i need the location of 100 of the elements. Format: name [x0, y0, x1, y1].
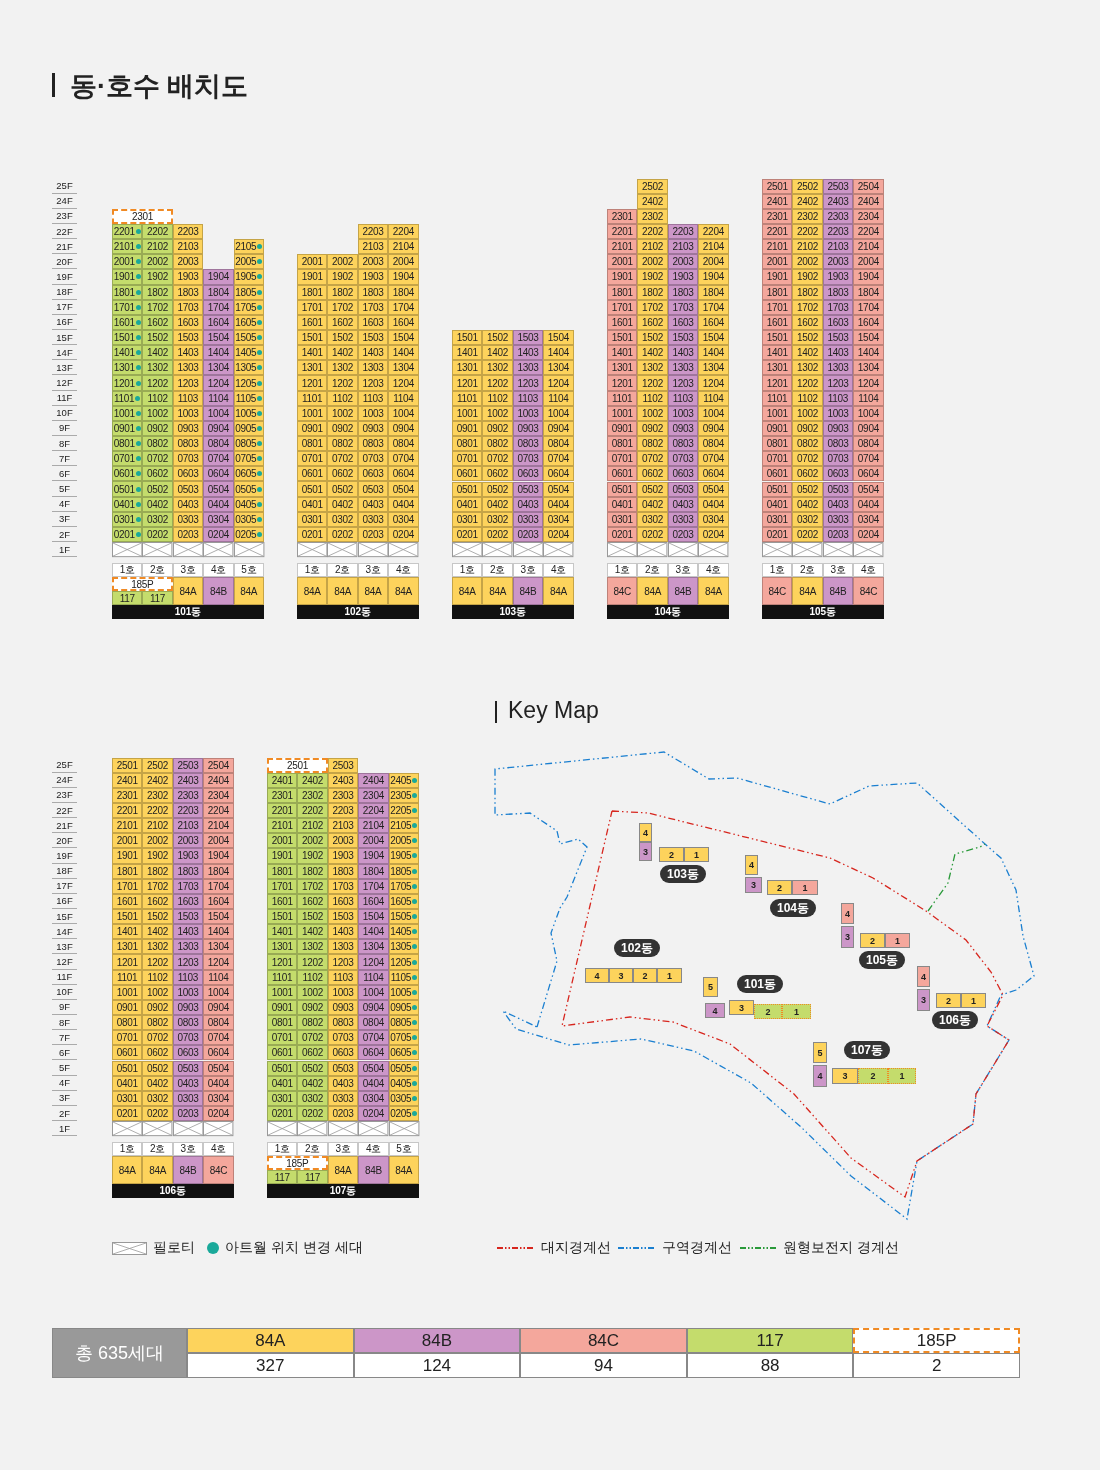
unit-number: 1705	[390, 880, 412, 892]
unit-number: 0904	[702, 422, 724, 434]
unit-number: 1901	[271, 850, 293, 862]
unit-number: 1702	[147, 880, 169, 892]
unit-number: 1602	[642, 316, 664, 328]
floor-label: 17F	[52, 299, 77, 315]
unit-line-header: 1호	[112, 563, 143, 578]
unit-number: 0702	[147, 453, 169, 465]
unit-number: 1203	[177, 956, 199, 968]
unit-number: 0201	[301, 529, 323, 540]
unit-number: 2101	[766, 241, 788, 253]
unit-number: 0604	[207, 468, 229, 480]
unit-number: 1502	[642, 332, 664, 344]
floor-plan-unit: 2	[754, 1004, 782, 1019]
unit-number: 0403	[827, 498, 849, 510]
unit-number: 0302	[147, 513, 169, 525]
unit-number: 0304	[207, 1092, 229, 1104]
floor-label: 9F	[52, 999, 77, 1016]
unit-number: 2201	[113, 226, 135, 237]
unit-number: 2102	[147, 241, 169, 253]
unit-number: 1802	[147, 865, 169, 877]
unit-number: 1602	[147, 316, 169, 328]
unit-number: 0801	[766, 438, 788, 450]
unit-number: 1402	[147, 926, 169, 938]
floor-plan-unit: 1	[782, 1004, 811, 1019]
floor-plan-unit: 2	[767, 880, 792, 895]
unit-number: 0903	[672, 422, 694, 434]
unit-number: 1101	[117, 971, 138, 983]
unit-number: 1603	[827, 316, 849, 328]
unit-number: 0304	[857, 513, 879, 525]
unit-number: 0804	[857, 438, 879, 450]
unit-number: 1301	[301, 362, 323, 374]
unit-number: 1203	[332, 956, 354, 968]
unit-number: 0702	[302, 1032, 324, 1044]
unit-number: 0203	[332, 1108, 354, 1119]
unit-number: 0904	[362, 1001, 384, 1013]
unit-line-header: 1호	[452, 563, 483, 578]
unit-number: 1801	[116, 865, 138, 877]
floor-plan-unit: 3	[745, 877, 762, 893]
unit-number: 1804	[207, 865, 229, 877]
unit-number: 0805	[390, 1017, 412, 1029]
building-name-bar: 101동	[112, 605, 264, 620]
floor-label: 23F	[52, 208, 77, 224]
floor-label: 24F	[52, 772, 77, 788]
floor-plan-unit: 3	[729, 1000, 754, 1015]
unit-number: 1803	[362, 286, 384, 298]
unit-number: 2304	[362, 789, 384, 801]
unit-number: 0304	[702, 513, 724, 525]
unit-number: 1703	[362, 301, 384, 313]
unit-number: 1403	[362, 347, 384, 359]
unit-number: 0405	[390, 1077, 412, 1089]
unit-number: 1202	[147, 956, 169, 968]
legend-label: 구역경계선	[662, 1239, 732, 1257]
unit-number: 0601	[116, 1047, 138, 1059]
unit-line-header: 2호	[792, 563, 823, 578]
unit-number: 0501	[301, 483, 323, 495]
unit-number: 1302	[302, 941, 324, 953]
unit-number: 0301	[113, 513, 135, 525]
unit-number: 0202	[487, 529, 509, 540]
unit-number: 2101	[113, 241, 135, 253]
building-name-bar: 102동	[297, 605, 419, 620]
unit-type-tile: 84B	[512, 577, 544, 606]
unit-number: 0204	[547, 529, 569, 540]
unit-number: 0501	[766, 483, 788, 495]
unit-number: 0701	[113, 453, 135, 465]
unit-number: 1901	[116, 850, 138, 862]
unit-number: 1302	[147, 362, 169, 374]
unit-number: 2301	[116, 789, 138, 801]
unit-number: 0703	[177, 1032, 199, 1044]
floor-plan-unit: 3	[917, 989, 930, 1011]
unit-number: 1703	[827, 301, 849, 313]
unit-number: 0504	[207, 1062, 229, 1074]
unit-number: 1602	[332, 316, 354, 328]
unit-number: 0802	[147, 1017, 169, 1029]
unit-number: 1101	[114, 392, 135, 404]
unit-number: 2002	[797, 256, 819, 268]
unit-line-header: 1호	[297, 563, 328, 578]
unit-number: 1502	[302, 911, 324, 923]
floor-plan-unit: 3	[832, 1068, 858, 1084]
unit-number: 0801	[611, 438, 633, 450]
unit-line-header: 3호	[172, 563, 204, 578]
floor-plan-unit: 4	[705, 1003, 725, 1018]
unit-number: 2002	[147, 256, 169, 268]
unit-number: 1004	[547, 407, 569, 419]
floor-label: 5F	[52, 1060, 77, 1076]
unit-number: 1001	[113, 407, 135, 419]
unit-number: 0704	[207, 453, 229, 465]
unit-number: 1201	[301, 377, 323, 389]
unit-number: 2204	[207, 805, 229, 816]
unit-number: 1704	[857, 301, 879, 313]
unit-number: 1104	[703, 392, 724, 404]
unit-number: 1504	[362, 911, 384, 923]
unit-number: 1204	[362, 956, 384, 968]
unit-number: 1701	[301, 301, 323, 313]
unit-number: 0901	[113, 422, 135, 434]
unit-number: 1504	[857, 332, 879, 344]
unit-number: 1502	[487, 332, 509, 344]
floor-plan-unit: 2	[633, 968, 657, 983]
unit-number: 0203	[177, 529, 199, 540]
unit-number: 2503	[827, 180, 849, 192]
